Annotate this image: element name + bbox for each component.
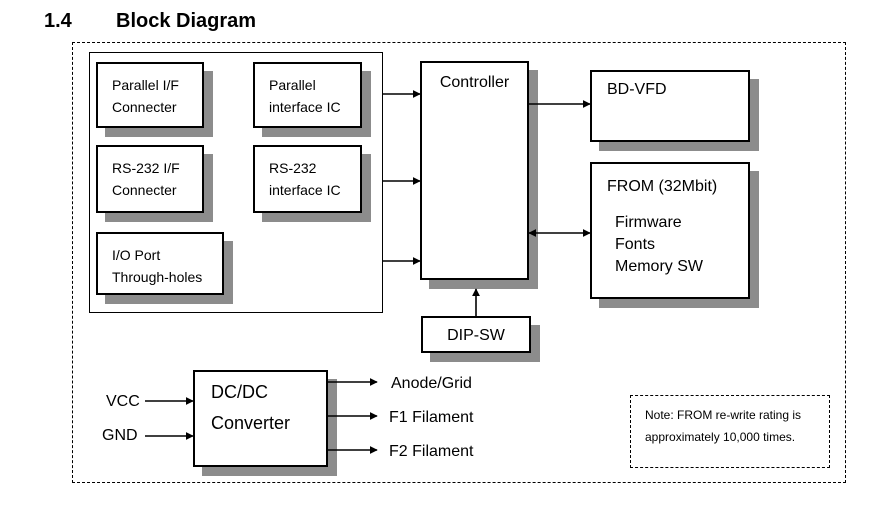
rewrite-note: Note: FROM re-write rating is approximat…	[630, 395, 830, 468]
dip-switch-label: DIP-SW	[447, 327, 505, 344]
parallel-connector-line1: Parallel I/F	[112, 77, 179, 93]
flash-rom-title: FROM (32Mbit)	[607, 178, 718, 195]
controller-label: Controller	[439, 74, 510, 91]
dcdc-converter-block: DC/DC Converter	[193, 370, 328, 467]
vcc-input-label: VCC	[106, 393, 140, 410]
section-heading: 1.4 Block Diagram	[44, 10, 256, 33]
section-title: Block Diagram	[116, 10, 257, 32]
gnd-input-label: GND	[102, 427, 138, 444]
bd-vfd-label: BD-VFD	[607, 81, 667, 98]
io-port-line1: I/O Port	[112, 247, 161, 263]
flash-rom-contents: Firmware Fonts Memory SW	[592, 196, 748, 278]
rs232-ic-line2: interface IC	[269, 182, 341, 198]
parallel-connector-block: Parallel I/F Connecter	[96, 62, 204, 128]
dip-switch-block: DIP-SW	[421, 316, 531, 353]
interface-group-frame	[89, 52, 383, 313]
parallel-ic-line1: Parallel	[269, 77, 316, 93]
flash-rom-item: Firmware	[615, 214, 682, 231]
io-port-line2: Through-holes	[112, 269, 203, 285]
rs232-connector-block: RS-232 I/F Connecter	[96, 145, 204, 213]
parallel-ic-line2: interface IC	[269, 99, 341, 115]
controller-block: Controller	[420, 61, 529, 280]
flash-rom-item: Memory SW	[615, 258, 703, 275]
rs232-connector-line2: Connecter	[112, 182, 177, 198]
diagram-frame	[72, 42, 846, 483]
note-line2: approximately 10,000 times.	[645, 430, 796, 444]
dcdc-line1: DC/DC	[211, 382, 268, 402]
f2-filament-output-label: F2 Filament	[389, 443, 474, 460]
rs232-ic-line1: RS-232	[269, 160, 317, 176]
anode-grid-output-label: Anode/Grid	[391, 375, 472, 392]
flash-rom-block: FROM (32Mbit) Firmware Fonts Memory SW	[590, 162, 750, 299]
flash-rom-item: Fonts	[615, 236, 656, 253]
parallel-interface-ic-block: Parallel interface IC	[253, 62, 362, 128]
rs232-connector-line1: RS-232 I/F	[112, 160, 180, 176]
bd-vfd-block: BD-VFD	[590, 70, 750, 142]
rs232-interface-ic-block: RS-232 interface IC	[253, 145, 362, 213]
parallel-connector-line2: Connecter	[112, 99, 177, 115]
section-number: 1.4	[44, 10, 72, 32]
note-line1: Note: FROM re-write rating is	[645, 408, 802, 422]
f1-filament-output-label: F1 Filament	[389, 409, 474, 426]
dcdc-line2: Converter	[211, 413, 291, 433]
io-port-block: I/O Port Through-holes	[96, 232, 224, 295]
